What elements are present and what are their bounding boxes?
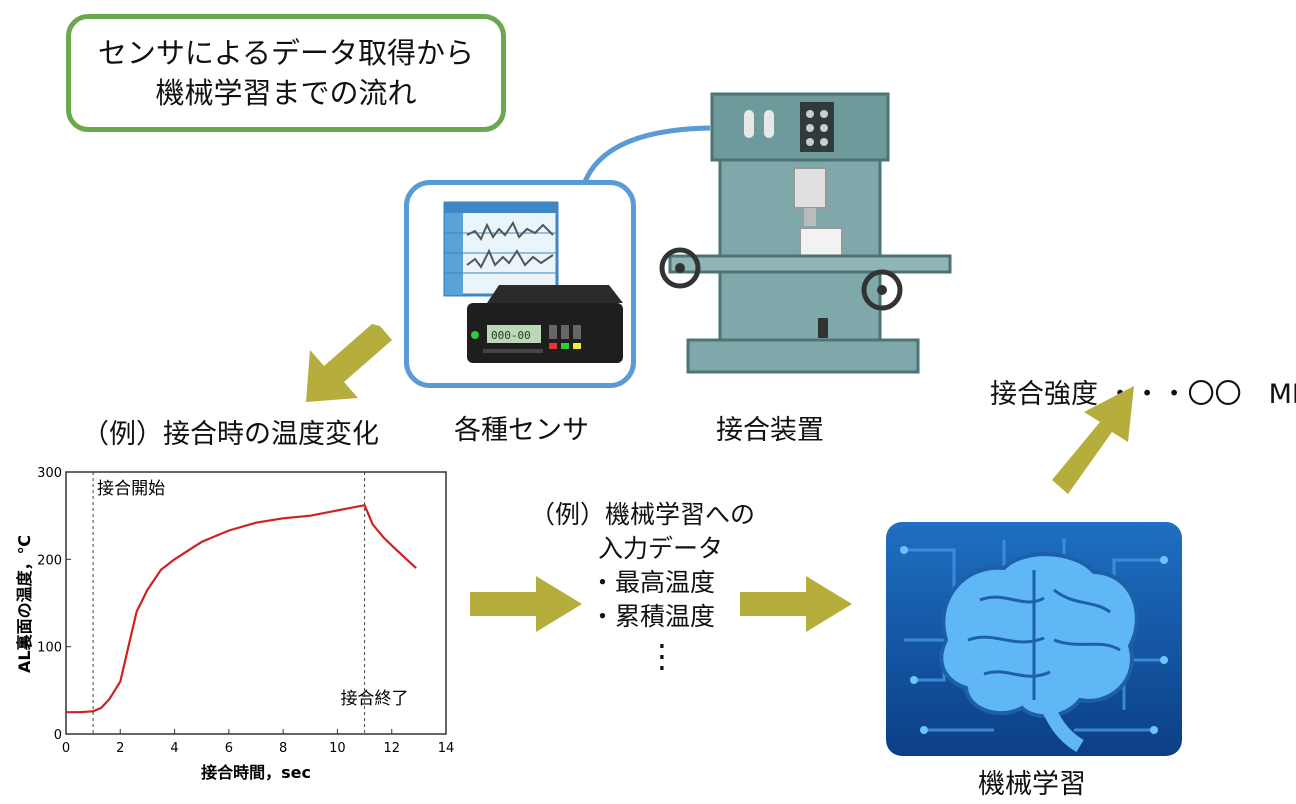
- device-label: 接合装置: [716, 415, 824, 446]
- y-tick-label: 200: [37, 553, 62, 568]
- y-tick-label: 0: [54, 728, 62, 743]
- y-tick-label: 100: [37, 641, 62, 656]
- x-tick-label: 4: [170, 741, 178, 756]
- x-tick-label: 6: [225, 741, 233, 756]
- x-tick-label: 14: [438, 741, 455, 756]
- title-line-2: 機械学習までの流れ: [155, 76, 417, 110]
- annotation-label: 接合開始: [97, 479, 165, 499]
- x-tick-label: 0: [62, 741, 70, 756]
- arrow-to-output: [1052, 386, 1134, 494]
- arrow-to-input: [470, 576, 582, 632]
- ml-label: 機械学習: [978, 769, 1086, 800]
- plot-area: [65, 471, 447, 735]
- title-line-1: センサによるデータ取得から: [97, 36, 475, 70]
- bonding-machine-illustration: [659, 92, 952, 374]
- monitor-icon: [443, 201, 559, 297]
- y-axis-label: AL裏面の温度，℃: [15, 535, 34, 673]
- x-axis-label: 接合時間，sec: [201, 763, 311, 782]
- temperature-series-line: [66, 503, 417, 714]
- ml-input-ellipsis: ⋮: [646, 637, 678, 675]
- ml-input-heading-1: （例）機械学習への: [530, 500, 756, 529]
- brain-ml-illustration: [886, 522, 1182, 756]
- sensor-box: 000-00: [404, 180, 636, 388]
- y-tick-label: 300: [37, 466, 62, 481]
- ml-input-block: （例）機械学習への 入力データ ・最高温度 ・累積温度 ⋮: [530, 498, 755, 678]
- ml-input-heading-2: 入力データ: [598, 534, 724, 563]
- arrow-to-ml: [740, 576, 852, 632]
- x-tick-label: 2: [116, 741, 124, 756]
- x-tick-label: 12: [383, 741, 400, 756]
- x-tick-label: 8: [279, 741, 287, 756]
- ml-input-item-1: ・最高温度: [590, 568, 716, 597]
- ml-input-item-2: ・累積温度: [590, 602, 716, 631]
- title-box: センサによるデータ取得から 機械学習までの流れ: [66, 14, 506, 132]
- arrow-to-chart: [306, 324, 392, 402]
- x-tick-label: 10: [329, 741, 346, 756]
- annotation-label: 接合終了: [341, 689, 409, 709]
- sensor-illustration: 000-00: [443, 201, 623, 363]
- sensors-label: 各種センサ: [454, 415, 589, 446]
- output-label: 接合強度 ・・・〇〇 MPa: [990, 379, 1296, 410]
- chart-caption: （例）接合時の温度変化: [82, 419, 379, 450]
- sensor-device-icon: 000-00: [467, 285, 623, 363]
- svg-text:000-00: 000-00: [491, 329, 531, 342]
